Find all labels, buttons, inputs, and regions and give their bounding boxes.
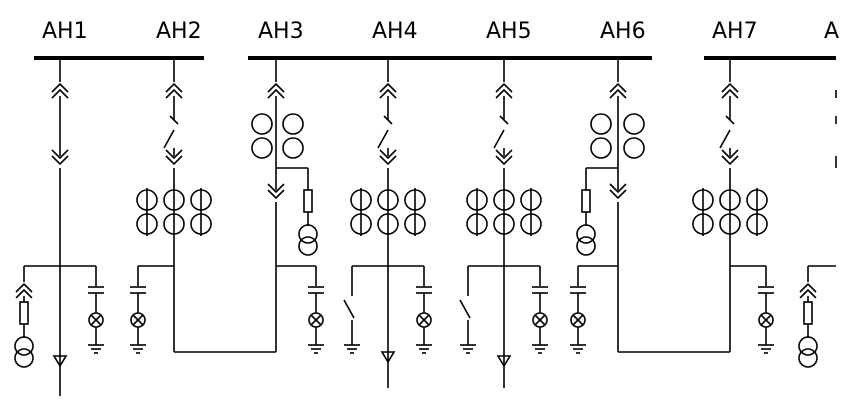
earthing-switch-icon: [343, 299, 355, 319]
panel-label-ah2: AH2: [156, 19, 202, 44]
panel-partial: [798, 90, 837, 368]
panel-ah5: [459, 58, 549, 388]
voltage-transformer-icon: [14, 336, 34, 368]
panel-label-ah1: AH1: [42, 19, 88, 44]
panel-ah3: [251, 58, 325, 354]
panel-ah2: [129, 58, 276, 354]
panel-label-ah6: AH6: [600, 19, 646, 44]
panel-label-ah3: AH3: [258, 19, 304, 44]
panel-label-partial: A: [824, 19, 839, 44]
indicator-lamp-icon: [88, 312, 104, 328]
panel-ah7: [692, 58, 775, 354]
panel-label-ah7: AH7: [712, 19, 758, 44]
panel-ah4: [343, 58, 433, 388]
panel-ah1: [14, 58, 105, 396]
panel-label-ah5: AH5: [486, 19, 532, 44]
panel-label-ah4: AH4: [372, 19, 418, 44]
disconnector-icon: [163, 129, 175, 149]
panel-ah6: [569, 58, 730, 354]
fuse-icon: [19, 301, 29, 325]
earth-icon: [87, 344, 105, 354]
current-transformer-group: [136, 188, 212, 236]
